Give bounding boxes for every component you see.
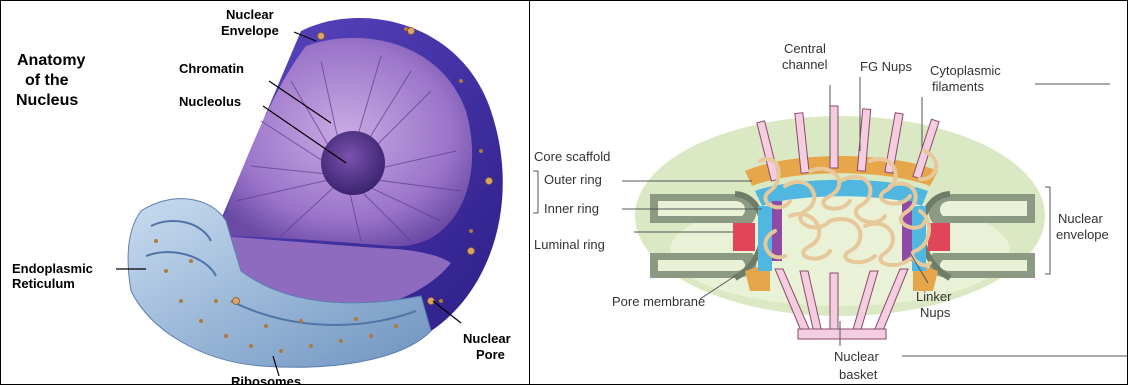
label-nuclear-envelope-2: Envelope xyxy=(221,23,279,38)
label-cytoplasmic-filaments-1: Cytoplasmic xyxy=(930,63,1001,78)
label-nuclear-pore-2: Pore xyxy=(476,347,505,362)
luminal-ring-left xyxy=(733,223,755,251)
nucleus-anatomy-panel: Anatomy of the Nucleus Nuclear Envelope … xyxy=(0,0,530,385)
label-central-channel-1: Central xyxy=(784,41,826,56)
label-endoplasmic-reticulum-1: Endoplasmic xyxy=(12,261,93,276)
label-nucleolus: Nucleolus xyxy=(179,94,241,109)
bracket-core-scaffold-rings xyxy=(533,171,538,213)
title-line-2: of the xyxy=(25,72,69,89)
label-endoplasmic-reticulum-2: Reticulum xyxy=(12,276,75,291)
title-line-3: Nucleus xyxy=(16,92,78,109)
label-nuclear-envelope-1: Nuclear xyxy=(1058,211,1103,226)
label-central-channel-2: channel xyxy=(782,57,828,72)
nucleolus-body xyxy=(321,131,385,195)
bracket-nuclear-envelope xyxy=(1045,187,1050,274)
label-pore-membrane: Pore membrane xyxy=(612,294,705,309)
label-nuclear-basket-1: Nuclear xyxy=(834,349,879,364)
label-outer-ring: Outer ring xyxy=(544,172,602,187)
label-nuclear-pore-1: Nuclear xyxy=(463,331,511,346)
label-linker-nups-2: Nups xyxy=(920,305,951,320)
label-ribosomes: Ribosomes xyxy=(231,374,301,385)
luminal-ring-right xyxy=(928,223,950,251)
label-nuclear-envelope-2: envelope xyxy=(1056,227,1109,242)
label-fg-nups: FG Nups xyxy=(860,59,913,74)
label-inner-ring: Inner ring xyxy=(544,201,599,216)
label-chromatin: Chromatin xyxy=(179,61,244,76)
title-line-1: Anatomy xyxy=(17,52,86,69)
label-core-scaffold: Core scaffold xyxy=(534,149,610,164)
nucleus-illustration: Anatomy of the Nucleus Nuclear Envelope … xyxy=(1,1,530,385)
label-nuclear-envelope-1: Nuclear xyxy=(226,7,274,22)
nuclear-pore-complex-panel: Central channel FG Nups Cytoplasmic fila… xyxy=(529,0,1128,385)
label-nuclear-basket-2: basket xyxy=(839,367,878,382)
label-luminal-ring: Luminal ring xyxy=(534,237,605,252)
nuclear-pore-diagram: Central channel FG Nups Cytoplasmic fila… xyxy=(530,1,1128,385)
label-linker-nups-1: Linker xyxy=(916,289,952,304)
label-cytoplasmic-filaments-2: filaments xyxy=(932,79,985,94)
